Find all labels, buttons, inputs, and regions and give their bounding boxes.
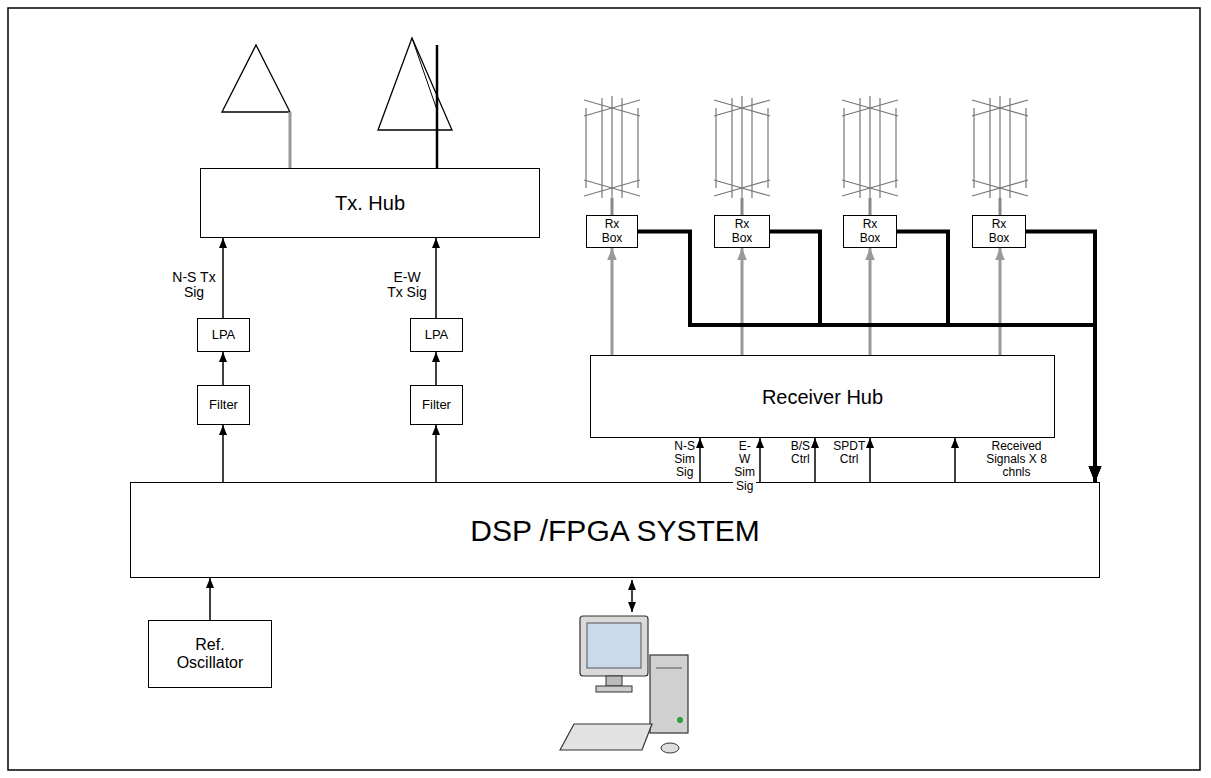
- signal-arrow: [209, 578, 211, 620]
- node-text: Filter: [422, 398, 451, 412]
- hub-box: Receiver Hub: [590, 355, 1055, 438]
- signal-arrow: [869, 248, 872, 355]
- signal-label: N-S Sim Sig: [673, 440, 696, 480]
- rx-antenna: [842, 96, 898, 215]
- signal-arrow: [869, 438, 871, 482]
- rx-box: Rx Box: [972, 215, 1026, 248]
- filter-box: Filter: [197, 385, 250, 425]
- signal-arrow: [814, 438, 816, 482]
- signal-arrow: [999, 248, 1002, 355]
- signal-label: SPDT Ctrl: [832, 440, 866, 466]
- node-text: LPA: [425, 328, 449, 342]
- oscillator-box: Ref. Oscillator: [148, 620, 272, 688]
- signal-arrow: [222, 352, 224, 385]
- amplifier-box: LPA: [197, 318, 250, 352]
- signal-arrow: [699, 438, 701, 482]
- rx-antenna: [714, 96, 770, 215]
- signal-arrow: [222, 425, 224, 482]
- amplifier-box: LPA: [410, 318, 463, 352]
- signal-arrow: [435, 238, 437, 318]
- node-text: Receiver Hub: [762, 386, 883, 408]
- computer-icon: [560, 616, 688, 753]
- signal-label: B/S Ctrl: [790, 440, 811, 466]
- signal-arrow: [435, 352, 437, 385]
- signal-arrow: [741, 248, 744, 355]
- io-arrow: [631, 580, 633, 612]
- node-text: Tx. Hub: [335, 192, 405, 214]
- node-text: Rx Box: [860, 218, 881, 244]
- node-text: DSP /FPGA SYSTEM: [470, 514, 760, 547]
- signal-arrow: [954, 438, 956, 482]
- node-text: Filter: [209, 398, 238, 412]
- rx-box: Rx Box: [714, 215, 770, 248]
- rx-box: Rx Box: [843, 215, 897, 248]
- rx-box: Rx Box: [586, 215, 638, 248]
- node-text: Rx Box: [602, 218, 623, 244]
- signal-label: Received Signals X 8 chnls: [983, 440, 1050, 480]
- signal-label: E-W Tx Sig: [384, 270, 430, 301]
- hub-box: Tx. Hub: [200, 168, 540, 238]
- frame: [8, 8, 1200, 770]
- signal-arrow: [759, 438, 761, 482]
- processor-box: DSP /FPGA SYSTEM: [130, 482, 1100, 578]
- signal-arrow: [222, 238, 224, 318]
- signal-label: N-S Tx Sig: [171, 270, 217, 301]
- rx-antenna: [972, 96, 1028, 215]
- signal-label: E-W Sim Sig: [733, 440, 756, 493]
- rx-antenna: [584, 96, 640, 215]
- signal-arrow: [611, 248, 614, 355]
- signal-arrow: [435, 425, 437, 482]
- tx-antenna: [378, 38, 452, 168]
- filter-box: Filter: [410, 385, 463, 425]
- node-text: Rx Box: [732, 218, 753, 244]
- node-text: LPA: [212, 328, 236, 342]
- node-text: Ref. Oscillator: [177, 636, 244, 671]
- node-text: Rx Box: [989, 218, 1010, 244]
- tx-antenna: [222, 45, 290, 168]
